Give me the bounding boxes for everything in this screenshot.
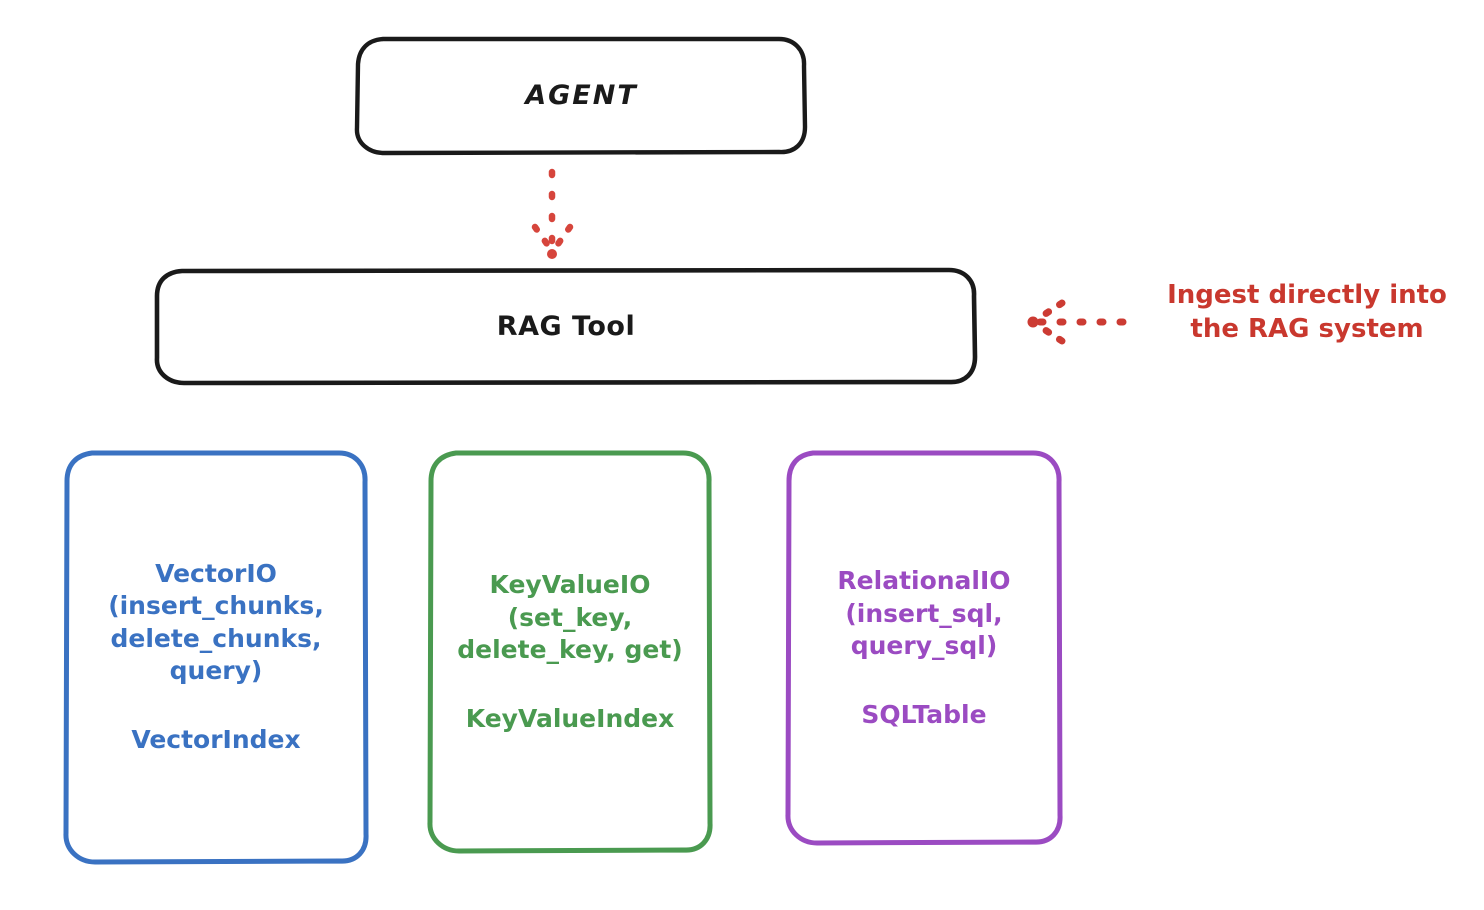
vector-store-box-shape [63, 450, 369, 865]
agent-box-shape [354, 36, 808, 156]
keyvalue-store-box-shape [427, 450, 713, 854]
relational-store-box-shape [785, 450, 1063, 846]
rag-tool-box-shape [154, 267, 978, 386]
agent-to-rag-arrow [531, 168, 574, 259]
ingest-arrow [1027, 299, 1127, 345]
